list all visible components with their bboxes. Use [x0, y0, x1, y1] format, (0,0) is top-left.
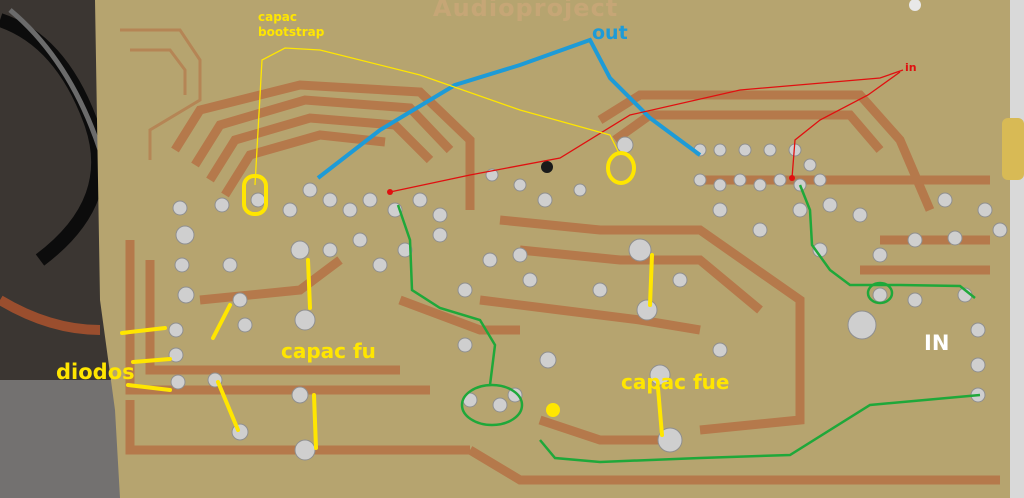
capacitor-body	[1002, 118, 1024, 180]
in-label-big: IN	[924, 331, 950, 355]
capac-fu-label: capac fu	[281, 339, 376, 363]
green-traces	[396, 184, 981, 464]
capac-fue-label: capac fue	[621, 370, 730, 394]
out-label: out	[592, 22, 628, 44]
capac-bootstrap-label: capac bootstrap	[258, 10, 325, 39]
yellow-dot	[546, 403, 560, 417]
solder-joints	[168, 136, 1008, 461]
bootstrap-line	[254, 47, 621, 186]
board-brand-text: Audioproject	[433, 0, 619, 22]
in-lines	[389, 69, 904, 193]
diodos-label: diodos	[56, 360, 135, 384]
yellow-highlights	[120, 151, 664, 450]
in-label-small: in	[905, 61, 917, 74]
